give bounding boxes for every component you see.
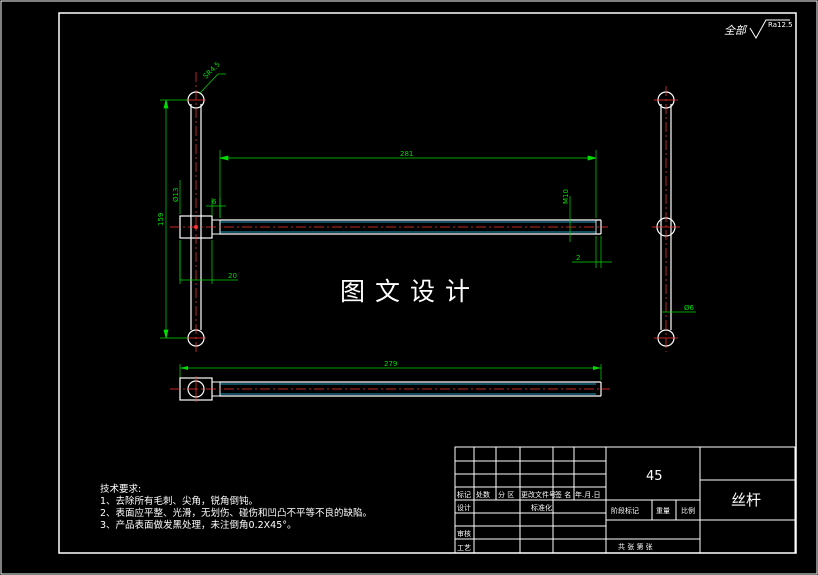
- dim-20: 20: [228, 272, 237, 280]
- hdr-change-doc: 更改文件号: [521, 490, 556, 499]
- label-design: 设计: [457, 503, 471, 512]
- dim-2: 2: [576, 254, 580, 262]
- front-dimension-texts: SR4.5 281 159 Ø13 6 20 M10 2: [157, 60, 580, 280]
- roughness-value: Ra12.5: [768, 21, 793, 29]
- inner-border: [58, 12, 797, 554]
- front-view: [170, 72, 608, 352]
- tech-note-1: 1、去除所有毛刺、尖角，锐角倒钝。: [100, 496, 259, 507]
- label-stage: 阶段标记: [611, 506, 639, 515]
- hdr-date: 年.月.日: [575, 490, 600, 499]
- hdr-count: 处数: [476, 490, 490, 499]
- label-review: 审核: [457, 529, 471, 538]
- dim-dia-13: Ø13: [172, 188, 180, 202]
- tech-notes: 技术要求: 1、去除所有毛刺、尖角，锐角倒钝。 2、表面应平整、光滑，无划伤、碰…: [100, 484, 372, 532]
- roughness-prefix: 全部: [724, 24, 748, 37]
- side-view: Ø6: [652, 86, 696, 352]
- roughness-symbol: 全部 Ra12.5: [724, 19, 793, 39]
- hdr-mark: 标记: [457, 490, 471, 499]
- label-scale: 比例: [681, 506, 695, 515]
- title-block: [454, 446, 796, 554]
- dim-length-top: 281: [400, 150, 413, 158]
- watermark-text: 图文设计: [340, 277, 481, 306]
- front-dimensions: [160, 73, 612, 339]
- sheet-info: 共 张 第 张: [618, 542, 653, 551]
- label-process: 工艺: [457, 544, 471, 552]
- part-name: 丝杆: [731, 491, 761, 509]
- dim-length-bottom: 279: [384, 360, 397, 368]
- material: 45: [646, 469, 663, 484]
- dim-dia-6: Ø6: [684, 304, 695, 312]
- dim-m10: M10: [562, 189, 570, 204]
- dim-height-left: 159: [157, 213, 165, 226]
- tech-note-3: 3、产品表面做发黑处理，未注倒角0.2X45°。: [100, 520, 297, 531]
- hdr-sign: 签 名: [555, 490, 571, 499]
- hdr-zone: 分 区: [498, 490, 514, 499]
- dim-6: 6: [212, 198, 217, 206]
- dim-sphere: SR4.5: [202, 60, 222, 80]
- bottom-view: 279: [170, 360, 610, 402]
- label-standardize: 标准化: [531, 503, 552, 512]
- tech-notes-title: 技术要求:: [100, 484, 142, 495]
- label-weight: 重量: [656, 507, 670, 515]
- title-block-texts: 标记 处数 分 区 更改文件号 签 名 年.月.日 设计 标准化 审核 工艺 4…: [457, 469, 761, 552]
- tech-note-2: 2、表面应平整、光滑，无划伤、碰伤和凹凸不平等不良的缺陷。: [100, 508, 373, 519]
